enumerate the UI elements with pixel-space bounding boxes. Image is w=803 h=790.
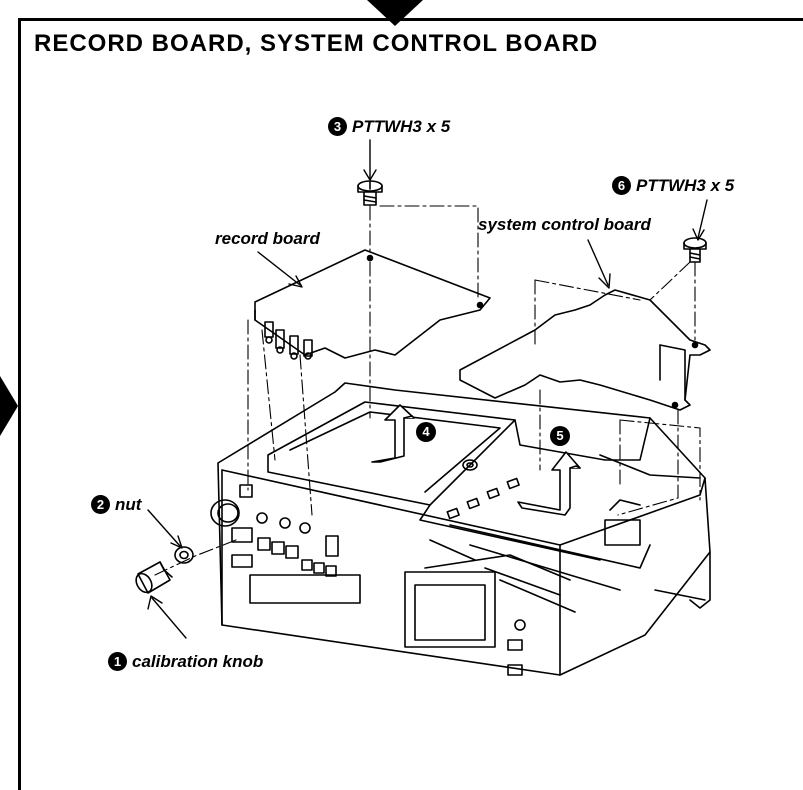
leader-arrows (147, 139, 708, 639)
callout-text-nut: nut (115, 495, 142, 514)
page-marker-left (0, 376, 18, 436)
label-record-board: record board (215, 229, 320, 248)
step-number-5: 5 (550, 426, 570, 446)
chassis (210, 382, 711, 676)
callout-nut: 2 nut (91, 495, 141, 515)
callout-screw-record-board: 3 PTTWH3 x 5 (328, 117, 450, 137)
system-control-board (459, 289, 711, 411)
callout-number-2: 2 (91, 495, 110, 514)
alignment-lines (154, 205, 701, 576)
callout-number-6: 6 (612, 176, 631, 195)
screw-system-board (683, 237, 707, 263)
callout-screw-system-board: 6 PTTWH3 x 5 (612, 176, 734, 196)
callout-text-calibration-knob: calibration knob (132, 652, 264, 671)
screw-record-board (357, 180, 383, 206)
diagram-title: RECORD BOARD, SYSTEM CONTROL BOARD (34, 30, 599, 57)
callout-text-screw-record: PTTWH3 x 5 (352, 117, 451, 136)
diagram-frame (18, 18, 803, 790)
step-number-4: 4 (416, 422, 436, 442)
lift-arrow-system-board (517, 451, 581, 516)
record-board (254, 249, 491, 360)
callout-number-3: 3 (328, 117, 347, 136)
label-system-control-board: system control board (478, 215, 651, 234)
callout-number-1: 1 (108, 652, 127, 671)
callout-text-screw-system: PTTWH3 x 5 (636, 176, 735, 195)
callout-calibration-knob: 1 calibration knob (108, 652, 263, 672)
page-marker-top (367, 0, 423, 26)
calibration-knob-part (135, 561, 173, 594)
lift-arrow-record-board (371, 404, 415, 463)
nut-part (174, 546, 194, 564)
